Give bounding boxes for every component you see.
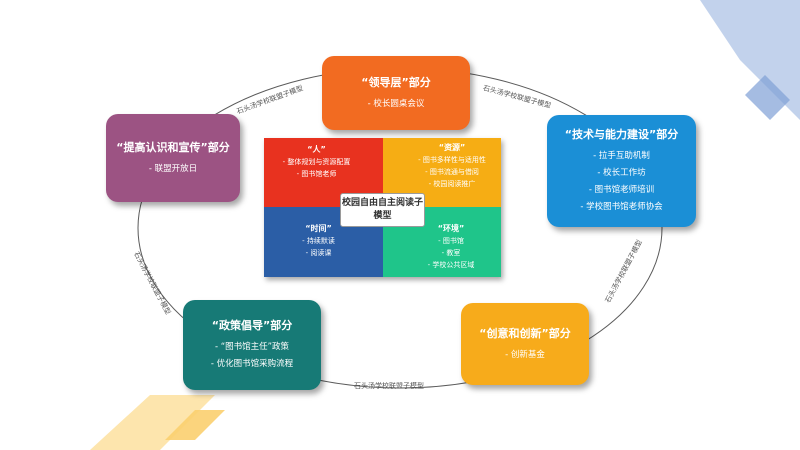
awareness-title: “提高认识和宣传”部分: [116, 140, 230, 154]
quadrant-time-item: - 阅读课: [305, 249, 332, 257]
creativity-box: “创意和创新”部分 - 创新基金: [461, 303, 589, 385]
creativity-list: - 创新基金: [505, 347, 545, 364]
policy-box: “政策倡导”部分 - “图书馆主任”政策 - 优化图书馆采购流程: [183, 300, 321, 390]
tech-capacity-box: “技术与能力建设”部分 - 拉手互助机制 - 校长工作坊 - 图书馆老师培训 -…: [547, 115, 696, 227]
corner-decoration-top-right-small: [745, 75, 790, 120]
policy-list: - “图书馆主任”政策 - 优化图书馆采购流程: [211, 339, 293, 373]
quadrant-resources-item: - 图书流通与借阅: [425, 168, 479, 176]
tech-capacity-title: “技术与能力建设”部分: [564, 128, 679, 141]
tech-capacity-item: - 校长工作坊: [597, 168, 646, 178]
connector-label-bottom: 石头汤学校联盟子模型: [354, 382, 424, 390]
leadership-title: “领导层”部分: [361, 75, 431, 89]
awareness-list: - 联盟开放日: [149, 161, 197, 178]
quadrant-resources-title: “资源”: [438, 143, 466, 152]
quadrant-environment-list: - 图书馆 - 教室 - 学校公共区域: [401, 235, 501, 271]
creativity-title: “创意和创新”部分: [479, 326, 571, 340]
quadrant-environment-title: “环境”: [437, 224, 465, 233]
corner-decoration-bottom-left-small: [165, 410, 225, 440]
quadrant-people-item: - 整体规划与资源配置: [282, 158, 351, 166]
corner-decoration-bottom-left: [90, 395, 215, 450]
quadrant-time-item: - 持续默读: [302, 237, 335, 245]
leadership-list: - 校长圆桌会议: [368, 96, 425, 113]
quadrant-people-item: - 图书馆老师: [296, 170, 337, 178]
policy-item: - 优化图书馆采购流程: [210, 359, 294, 369]
quadrant-resources-item: - 校园阅读推广: [428, 180, 476, 188]
quadrant-people-list: - 整体规划与资源配置 - 图书馆老师: [264, 156, 369, 180]
tech-capacity-list: - 拉手互助机制 - 校长工作坊 - 图书馆老师培训 - 学校图书馆老师协会: [580, 148, 662, 216]
tech-capacity-item: - 拉手互助机制: [593, 151, 650, 161]
policy-title: “政策倡导”部分: [211, 319, 293, 332]
quadrant-environment-item: - 图书馆: [438, 237, 464, 245]
leadership-box: “领导层”部分 - 校长圆桌会议: [322, 56, 470, 130]
quadrant-environment-item: - 教室: [441, 249, 461, 257]
quadrant-people-title: “人”: [307, 145, 326, 154]
quadrant-time-title: “时间”: [305, 224, 332, 233]
quadrant-time-list: - 持续默读 - 阅读课: [264, 235, 373, 259]
creativity-item: - 创新基金: [505, 349, 545, 360]
awareness-item: - 联盟开放日: [148, 163, 198, 174]
quadrant-resources-item: - 图书多样性与适用性: [418, 156, 486, 164]
center-label: 校园自由自主阅读子模型: [340, 193, 425, 227]
quadrant-resources: “资源” - 图书多样性与适用性 - 图书流通与借阅 - 校园阅读推广: [383, 138, 501, 207]
tech-capacity-item: - 学校图书馆老师协会: [580, 202, 663, 212]
quadrant-environment-item: - 学校公共区域: [427, 261, 475, 269]
quadrant-resources-list: - 图书多样性与适用性 - 图书流通与借阅 - 校园阅读推广: [403, 154, 501, 190]
tech-capacity-item: - 图书馆老师培训: [588, 185, 655, 195]
policy-item: - “图书馆主任”政策: [214, 342, 290, 352]
leadership-item: - 校长圆桌会议: [367, 98, 425, 109]
awareness-box: “提高认识和宣传”部分 - 联盟开放日: [106, 114, 240, 202]
